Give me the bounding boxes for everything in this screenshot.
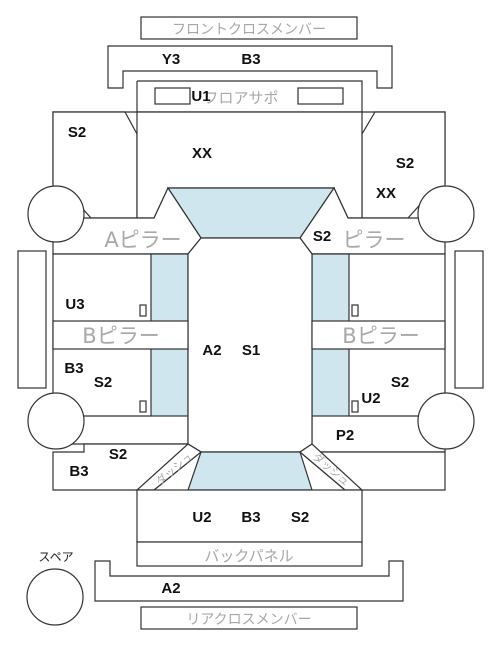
rear-cross-member-box — [140, 606, 358, 630]
floor-support-slot-right — [297, 87, 344, 105]
code-front-xx: XX — [192, 145, 212, 162]
code-center-s1: S1 — [242, 342, 260, 359]
a-pillar-right-label: ピラー — [343, 228, 406, 252]
code-floor-u1: U1 — [191, 88, 210, 105]
floor-support-slot-left — [154, 87, 191, 105]
slot-left-upper — [139, 304, 147, 317]
code-rear-b3: B3 — [241, 509, 260, 526]
code-left-s2: S2 — [94, 374, 112, 391]
code-front-right-xx: XX — [376, 185, 396, 202]
rear-floor-block — [136, 489, 363, 543]
rear-floor-opening — [187, 451, 313, 491]
code-rear-s2: S2 — [291, 509, 309, 526]
code-left-u3: U3 — [65, 296, 84, 313]
code-front-left-s2: S2 — [68, 124, 86, 141]
back-panel-box — [136, 541, 363, 567]
b-pillar-right-label: Bピラー — [342, 324, 419, 348]
code-right-s2: S2 — [391, 374, 409, 391]
code-rear-a2: A2 — [161, 580, 180, 597]
code-right-p2: P2 — [336, 427, 354, 444]
slot-right-upper — [351, 304, 359, 317]
code-center-a2: A2 — [202, 342, 221, 359]
code-left-rear-s2: S2 — [109, 446, 127, 463]
slot-left-lower — [139, 400, 147, 413]
left-side-sill — [17, 250, 47, 389]
right-side-sill — [454, 250, 484, 389]
a-pillar-left-label: Aピラー — [104, 228, 181, 252]
code-front-y3: Y3 — [162, 51, 180, 68]
code-rear-u2: U2 — [192, 509, 211, 526]
rear-left-wheel — [27, 392, 85, 450]
rear-cross-member-label: リアクロスメンバー — [186, 612, 311, 628]
front-left-wheel — [27, 185, 85, 243]
front-bracket — [107, 45, 393, 89]
b-pillar-right-band — [311, 320, 446, 350]
back-panel-label: バックパネル — [204, 547, 293, 565]
code-front-b3: B3 — [241, 51, 260, 68]
code-right-a-s2: S2 — [313, 228, 331, 245]
slot-right-lower — [351, 400, 359, 413]
spare-label: スペア — [38, 550, 73, 564]
b-pillar-left-band — [52, 320, 189, 350]
floor-support-label: フロアサポ — [203, 89, 278, 107]
spare-tire — [26, 568, 84, 626]
code-left-rear-b3: B3 — [69, 463, 88, 480]
code-right-u2: U2 — [361, 390, 380, 407]
b-pillar-left-label: Bピラー — [82, 324, 159, 348]
front-right-wheel — [417, 185, 475, 243]
code-front-right-s2: S2 — [396, 155, 414, 172]
code-left-b3: B3 — [64, 360, 83, 377]
front-cross-member-box — [140, 16, 358, 40]
rear-bracket — [94, 560, 404, 602]
front-cross-member-label: フロントクロスメンバー — [172, 22, 326, 38]
rear-right-wheel — [417, 392, 475, 450]
